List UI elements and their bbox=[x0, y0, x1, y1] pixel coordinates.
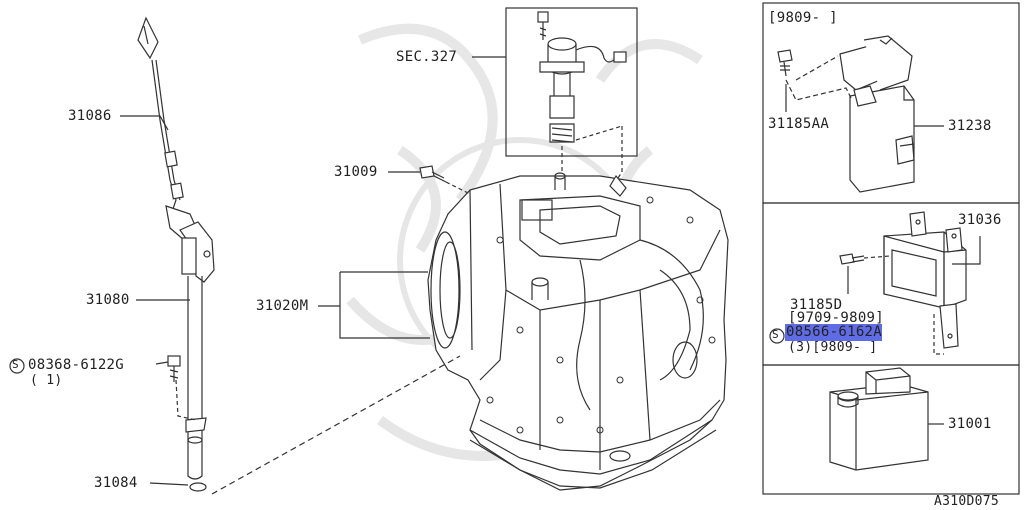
sensor-sec327 bbox=[537, 11, 627, 143]
part-highlight bbox=[785, 324, 882, 341]
label-31036[interactable]: 31036 bbox=[958, 212, 1002, 228]
bracket-31238 bbox=[839, 35, 915, 193]
label-screw-08368[interactable]: 08368-6122G bbox=[28, 357, 125, 373]
label-31080[interactable]: 31080 bbox=[86, 292, 130, 308]
sec327-box bbox=[505, 7, 638, 157]
label-31185d[interactable]: 31185D bbox=[790, 297, 843, 313]
label-31001[interactable]: 31001 bbox=[948, 416, 992, 432]
label-screw-08368-qty: ( 1) bbox=[30, 373, 63, 388]
label-31020m[interactable]: 31020M bbox=[256, 298, 309, 314]
bolt-31185d bbox=[839, 253, 865, 265]
bracket-31036 bbox=[883, 211, 967, 349]
s-mark-left: S bbox=[12, 358, 19, 371]
label-31086[interactable]: 31086 bbox=[68, 108, 112, 124]
bolt-31185aa bbox=[777, 49, 793, 77]
label-31185aa[interactable]: 31185AA bbox=[768, 116, 830, 132]
label-31009[interactable]: 31009 bbox=[334, 164, 378, 180]
label-sec327[interactable]: SEC.327 bbox=[396, 49, 458, 65]
transmission-case bbox=[427, 172, 729, 491]
fluid-can-31001 bbox=[829, 367, 929, 471]
label-range-mid: [9709-9809] bbox=[788, 310, 885, 326]
dipstick-31086 bbox=[137, 16, 184, 213]
label-31084[interactable]: 31084 bbox=[94, 475, 138, 491]
s-mark-right: S bbox=[772, 328, 779, 341]
bolt-left bbox=[167, 355, 181, 382]
label-screw-08566[interactable]: 08566-6162A bbox=[786, 324, 883, 340]
bolt-31009 bbox=[419, 165, 447, 183]
diagram-id: A310D075 bbox=[934, 494, 1000, 509]
panel-bottom bbox=[762, 364, 1020, 495]
tube-31080 bbox=[165, 205, 215, 492]
label-range-top: [9809- ] bbox=[768, 10, 838, 26]
label-31238[interactable]: 31238 bbox=[948, 118, 992, 134]
label-screw-08566-range: (3)[9809- ] bbox=[788, 340, 878, 355]
